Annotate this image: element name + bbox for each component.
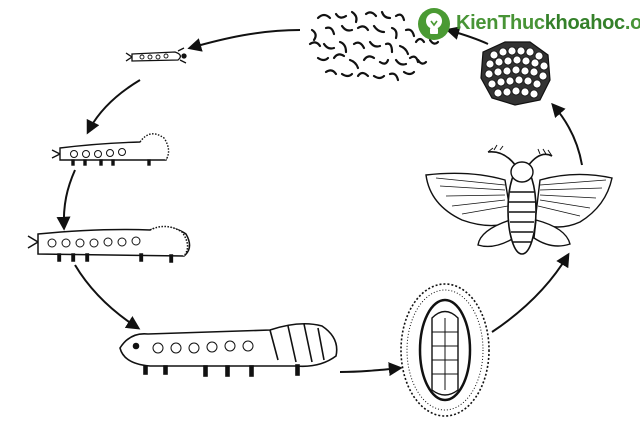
caterpillar-small-icon [125, 47, 187, 64]
lightbulb-logo-icon [418, 8, 450, 40]
arrow-eggs-to-hatchlings [445, 26, 489, 45]
watermark-text: KienThuckhoahoc.org [456, 12, 640, 35]
hatchling-larvae-icon [308, 10, 440, 82]
caterpillar-mature-icon [119, 322, 338, 377]
arrow-larva1-to-larva2 [86, 79, 141, 135]
cycle-arrows [56, 26, 583, 377]
caterpillar-large-icon [27, 225, 191, 263]
caterpillar-medium-icon [51, 133, 170, 166]
arrow-cocoon-to-moth [491, 252, 570, 333]
adult-moth-icon [425, 144, 613, 255]
site-watermark: KienThuckhoahoc.org [412, 4, 640, 44]
watermark-text-main: KienThuc [456, 12, 545, 34]
watermark-text-accent: khoahoc [544, 12, 625, 34]
arrow-moth-to-eggs [551, 102, 583, 166]
cocoon-pupa-icon [400, 283, 490, 417]
arrow-hatchlings-to-larva1 [187, 29, 301, 52]
arrow-larva2-to-larva3 [56, 169, 76, 231]
arrow-larva4-to-cocoon [339, 362, 403, 377]
watermark-text-tld: .org [624, 12, 640, 34]
arrow-larva3-to-larva4 [74, 264, 141, 330]
egg-cluster-icon [480, 41, 551, 106]
